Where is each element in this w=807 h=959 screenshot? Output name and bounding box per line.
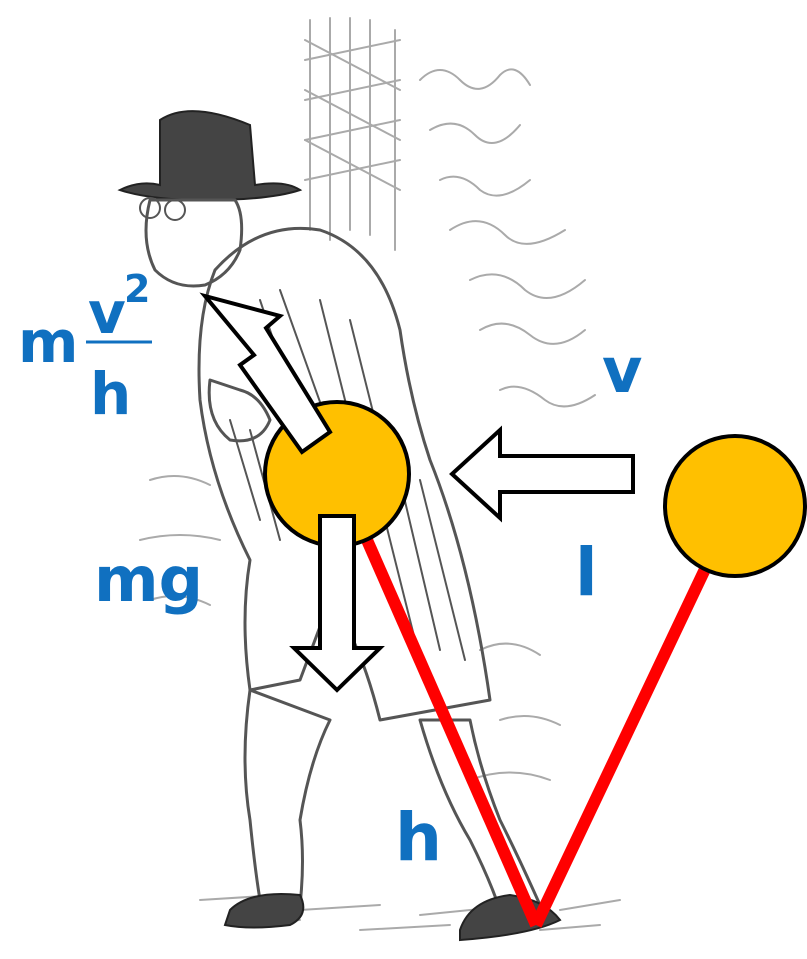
rod-right bbox=[530, 503, 741, 928]
legs bbox=[243, 688, 332, 907]
label-v-numerator: v bbox=[88, 279, 126, 347]
gravity-label: mg bbox=[94, 543, 203, 616]
gravity-arrow bbox=[289, 514, 385, 693]
pendulum-rods bbox=[332, 471, 741, 928]
window-lattice bbox=[304, 17, 401, 251]
label-m: m bbox=[18, 308, 78, 376]
left-shoe bbox=[223, 893, 305, 929]
length-label: l bbox=[575, 534, 598, 611]
head bbox=[144, 198, 244, 288]
hat bbox=[117, 110, 303, 202]
centripetal-force-label: m v 2 h bbox=[18, 267, 152, 428]
centripetal-force-arrow bbox=[199, 292, 333, 455]
label-exponent: 2 bbox=[124, 267, 150, 311]
height-label: h bbox=[395, 799, 442, 876]
coat bbox=[197, 226, 492, 722]
velocity-arrow bbox=[449, 425, 635, 523]
label-h-denominator: h bbox=[90, 360, 131, 428]
velocity-label: v bbox=[602, 334, 642, 407]
rod-left bbox=[332, 471, 542, 928]
foliage bbox=[139, 68, 596, 781]
arms bbox=[207, 378, 272, 443]
ball-right bbox=[663, 434, 807, 578]
